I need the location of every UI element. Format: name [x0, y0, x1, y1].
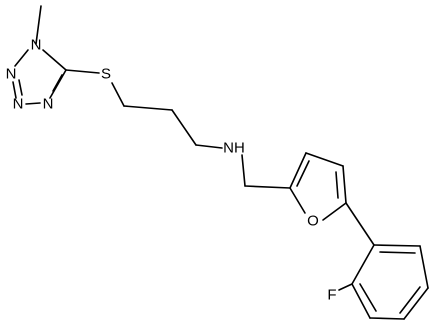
- bond-ar5-ar6-double: [359, 283, 377, 312]
- atom-s-label: S: [101, 66, 111, 83]
- bond-c1-c2: [123, 105, 173, 111]
- bond-nh-ch2: [241, 154, 246, 187]
- atom-nh-label: NH: [223, 140, 245, 157]
- bond-n1-n2: [14, 49, 29, 67]
- bond-s-c1: [111, 82, 125, 107]
- bond-c5-ofuran: [322, 202, 347, 221]
- bond-ar6-ar1: [351, 244, 375, 285]
- bond-n4-c5: [49, 69, 67, 99]
- atom-n2-label: N: [6, 66, 17, 83]
- atom-amine: NH: [223, 140, 245, 157]
- bond-n4-c5-double: [52, 74, 63, 92]
- atom-n1: N: [31, 37, 42, 54]
- atom-labels: N N N N S NH O F: [6, 37, 337, 304]
- bond-n3-n4: [25, 102, 41, 105]
- bond-c4-c5furan: [342, 165, 347, 204]
- bond-ofuran-c2: [289, 187, 306, 214]
- atom-f-label: F: [327, 287, 336, 304]
- atom-furan-oxygen: O: [307, 213, 319, 230]
- bond-ar5-ar6: [351, 283, 371, 319]
- atom-n2: N: [6, 66, 17, 83]
- atom-sulfur: S: [101, 66, 111, 83]
- bond-ar3-ar4-double: [399, 286, 421, 314]
- atom-n4-label: N: [43, 96, 54, 113]
- bond-ar2-ar3: [419, 245, 429, 289]
- bond-c2-c3furan-double: [296, 160, 310, 187]
- atom-n3-label: N: [13, 96, 24, 113]
- bond-c4-c5furan-double: [335, 171, 339, 199]
- bond-ar3-ar4: [403, 287, 429, 320]
- bond-ch2-c2furan: [244, 185, 291, 189]
- atom-n3: N: [13, 96, 24, 113]
- atom-o-label: O: [307, 213, 319, 230]
- bond-furan-aryl: [345, 202, 375, 246]
- bond-ar6-f: [338, 283, 353, 291]
- bond-c2-c3furan: [289, 152, 307, 189]
- bond-c3-c4furan: [305, 152, 344, 167]
- bond-ar1-ar2-double: [379, 251, 416, 254]
- bond-c2-c3: [171, 109, 197, 146]
- bond-n2-n3-double: [18, 79, 23, 96]
- bond-ar1-ar2: [373, 244, 421, 247]
- bond-c3-nh: [195, 144, 223, 149]
- bond-ar4-ar5: [369, 317, 405, 320]
- bond-c5-s: [65, 69, 100, 74]
- bond-n2-n3: [12, 81, 17, 99]
- atom-fluorine: F: [327, 287, 336, 304]
- atom-n1-label: N: [31, 37, 42, 54]
- atom-n4: N: [43, 96, 54, 113]
- bond-n1-methyl: [35, 5, 42, 45]
- bond-n1-c5: [42, 49, 67, 71]
- bonds: [12, 5, 429, 320]
